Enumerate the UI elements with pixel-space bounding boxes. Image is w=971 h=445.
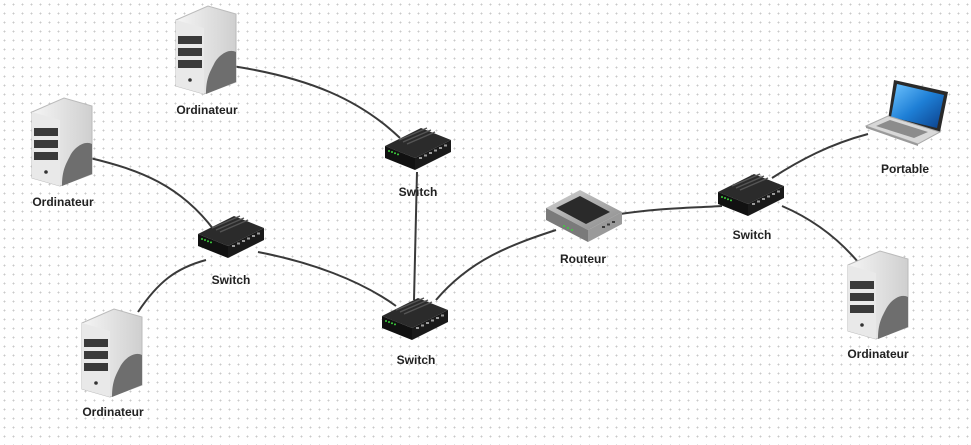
connection-sw1-sw3 bbox=[257, 251, 397, 307]
server-node-left-upper[interactable] bbox=[26, 96, 96, 187]
label-switch-left: Switch bbox=[211, 273, 251, 287]
server-icon bbox=[81, 308, 143, 398]
label-pc-left-upper: Ordinateur bbox=[32, 195, 94, 209]
label-switch-right: Switch bbox=[732, 228, 772, 242]
connection-router-sw4 bbox=[619, 205, 723, 215]
connection-pc3-sw2 bbox=[137, 259, 207, 313]
server-node-right[interactable] bbox=[842, 248, 912, 340]
label-pc-right: Ordinateur bbox=[847, 347, 909, 361]
server-node-bottom-left[interactable] bbox=[76, 306, 146, 398]
label-laptop: Portable bbox=[880, 162, 930, 176]
connection-sw3-router bbox=[435, 229, 557, 301]
label-pc-bottom-left: Ordinateur bbox=[82, 405, 144, 419]
switch-icon bbox=[198, 215, 264, 258]
switch-node-right[interactable] bbox=[714, 172, 786, 218]
router-icon bbox=[546, 190, 622, 242]
label-switch-top: Switch bbox=[398, 185, 438, 199]
switch-icon bbox=[718, 173, 784, 216]
switch-icon bbox=[385, 127, 451, 170]
connection-sw4-laptop bbox=[771, 133, 869, 179]
server-icon bbox=[31, 97, 93, 187]
label-router: Routeur bbox=[560, 252, 606, 266]
label-pc-top: Ordinateur bbox=[176, 103, 238, 117]
connection-sw4-pc4 bbox=[781, 205, 859, 263]
label-switch-center: Switch bbox=[396, 353, 436, 367]
server-icon bbox=[847, 250, 909, 340]
switch-node-center[interactable] bbox=[378, 296, 450, 342]
server-icon bbox=[175, 5, 237, 95]
router-node[interactable] bbox=[542, 186, 624, 244]
server-node-top[interactable] bbox=[170, 4, 240, 95]
laptop-icon bbox=[864, 80, 948, 146]
switch-node-top[interactable] bbox=[381, 126, 453, 172]
connection-sw2-sw3 bbox=[413, 171, 418, 301]
connection-pc1-sw1 bbox=[89, 157, 215, 231]
switch-node-left[interactable] bbox=[194, 214, 266, 260]
switch-icon bbox=[382, 297, 448, 340]
laptop-node[interactable] bbox=[862, 76, 952, 146]
connection-pc2-sw2 bbox=[231, 65, 401, 139]
